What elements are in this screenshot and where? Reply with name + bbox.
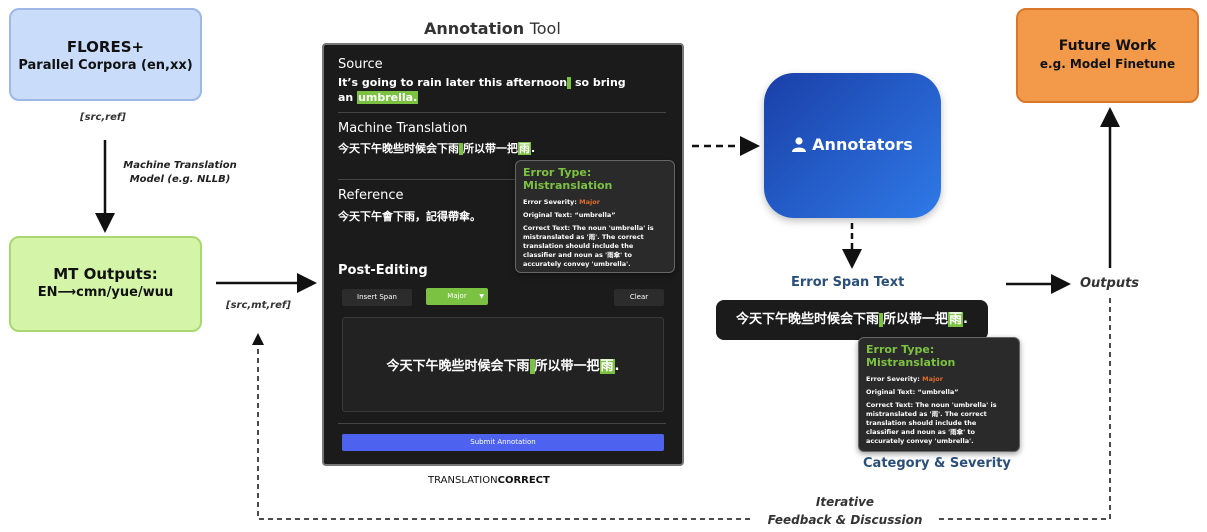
divider-2 [338,179,518,180]
future-work-title: Future Work [1058,38,1157,54]
divider-1 [338,112,666,113]
source-text-part3: an [338,91,358,104]
source-label: Source [338,57,383,72]
popup-severity: Error Severity: Major [523,198,667,207]
source-text: It’s going to rain later this afternoon … [338,75,668,105]
source-text-part2: so bring [571,76,626,89]
source-text-part1: It’s going to rain later this afternoon [338,76,568,89]
brand-bold: CORRECT [497,475,550,486]
source-highlight: umbrella. [357,91,419,104]
error-popup-tool: Error Type: Mistranslation Error Severit… [515,160,675,273]
future-work-subtitle: e.g. Model Finetune [1039,57,1176,71]
popup2-correct-5: accurately convey 'umbrella'. [866,437,974,445]
divider-3 [338,423,666,424]
mt-text-part3: . [531,142,536,155]
annotators-content: Annotators [764,135,941,156]
mt-label: Machine Translation [338,121,468,136]
edit-text-part3: . [614,359,620,374]
mt-outputs-subtitle: EN⟶cmn/yue/wuu [37,285,174,300]
edit-highlight: 雨 [599,359,615,374]
reference-label: Reference [338,188,404,203]
submit-annotation-button[interactable]: Submit Annotation [342,434,664,451]
popup-original: Original Text: “umbrella” [523,211,616,219]
flores-subtitle: Parallel Corpora (en,xx) [18,58,193,73]
popup-correct-2: mistranslated as '雨'. The correct [523,233,644,241]
popup-correct-1: Correct Text: The noun 'umbrella' is [523,224,654,232]
brand-label: TRANSLATIONCORRECT [428,475,550,486]
popup-correct-5: accurately convey 'umbrella'. [523,260,631,268]
span-text-part3: . [963,312,968,327]
popup-correct-4: classifier and noun as '雨傘' to [523,251,633,259]
popup2-correct-2: mistranslated as '雨'. The correct [866,410,987,418]
mt-text-part1: 今天下午晚些时候会下雨 [338,142,459,155]
feedback-label: Iterative Feedback & Discussion [740,493,950,529]
mt-model-line1: Machine Translation [123,160,237,171]
annotators-label: Annotators [812,135,913,154]
source-insert-marker [567,77,572,89]
reference-text: 今天下午會下雨，記得帶傘。 [338,210,481,223]
tool-heading-part2: Tool [529,19,561,38]
mt-outputs-box: MT Outputs: EN⟶cmn/yue/wuu [9,236,202,332]
clear-button[interactable]: Clear [614,289,664,306]
tool-heading-part1: Annotation [424,19,530,38]
span-highlight: 雨 [948,312,964,327]
span-text-part1: 今天下午晚些时候会下雨 [736,312,880,327]
annotators-box: Annotators [764,73,941,218]
popup-correct-3: translation should include the [523,242,634,250]
popup-severity-value: Major [579,198,600,206]
mt-text: 今天下午晚些时候会下雨所以带一把雨. [338,141,535,156]
chevron-down-icon: ▼ [479,293,484,300]
edit-text-part2: 所以带一把 [534,359,600,374]
mt-model-line2: Model (e.g. NLLB) [129,174,231,185]
span-text-part2: 所以带一把 [883,312,949,327]
severity-select-value: Major [447,292,467,300]
outputs-label: Outputs [1080,276,1140,291]
mt-text-part2: 所以带一把 [463,142,518,155]
insert-span-button[interactable]: Insert Span [342,289,412,306]
popup2-correct-3: translation should include the [866,419,977,427]
popup-title: Error Type: Mistranslation [523,166,613,192]
feedback-line2: Feedback & Discussion [767,513,923,527]
future-work-box: Future Work e.g. Model Finetune [1016,8,1199,103]
popup2-correct-4: classifier and noun as '雨傘' to [866,428,976,436]
mt-model-label: Machine Translation Model (e.g. NLLB) [110,159,250,187]
flores-box: FLORES+ Parallel Corpora (en,xx) [9,8,202,101]
feedback-line1: Iterative [815,495,875,509]
popup2-original: Original Text: “umbrella” [866,388,959,396]
feedback-loop [938,298,1111,520]
postedit-label: Post-Editing [338,263,428,278]
error-popup-annotator: Error Type: Mistranslation Error Severit… [858,337,1020,452]
popup2-severity: Error Severity: Major [866,375,1012,384]
src-mt-ref-label: [src,mt,ref] [226,300,291,311]
mt-highlight[interactable]: 雨 [518,142,531,155]
flores-title: FLORES+ [66,38,145,56]
tool-heading: Annotation Tool [424,19,561,38]
mt-insert-marker [459,143,463,155]
span-insert-marker [879,312,884,327]
edit-insert-marker [529,359,535,374]
severity-select[interactable]: Major ▼ [426,288,488,305]
error-span-box: 今天下午晚些时候会下雨所以带一把雨. [716,300,988,340]
popup2-correct-1: Correct Text: The noun 'umbrella' is [866,401,997,409]
src-ref-label: [src,ref] [80,112,126,123]
post-edit-text: 今天下午晚些时候会下雨所以带一把雨. [343,355,663,374]
popup2-title: Error Type: Mistranslation [866,343,956,369]
feedback-loop-left [252,333,750,520]
post-edit-textarea[interactable]: 今天下午晚些时候会下雨所以带一把雨. [342,317,664,412]
person-icon [792,137,807,156]
edit-text-part1: 今天下午晚些时候会下雨 [386,359,530,374]
popup2-severity-label: Error Severity: [866,375,923,383]
popup2-severity-value: Major [922,375,943,383]
error-span-label: Error Span Text [791,275,905,290]
popup-severity-label: Error Severity: [523,198,580,206]
brand-light: TRANSLATION [428,475,498,486]
mt-outputs-title: MT Outputs: [53,265,158,283]
category-severity-label: Category & Severity [863,456,1011,471]
